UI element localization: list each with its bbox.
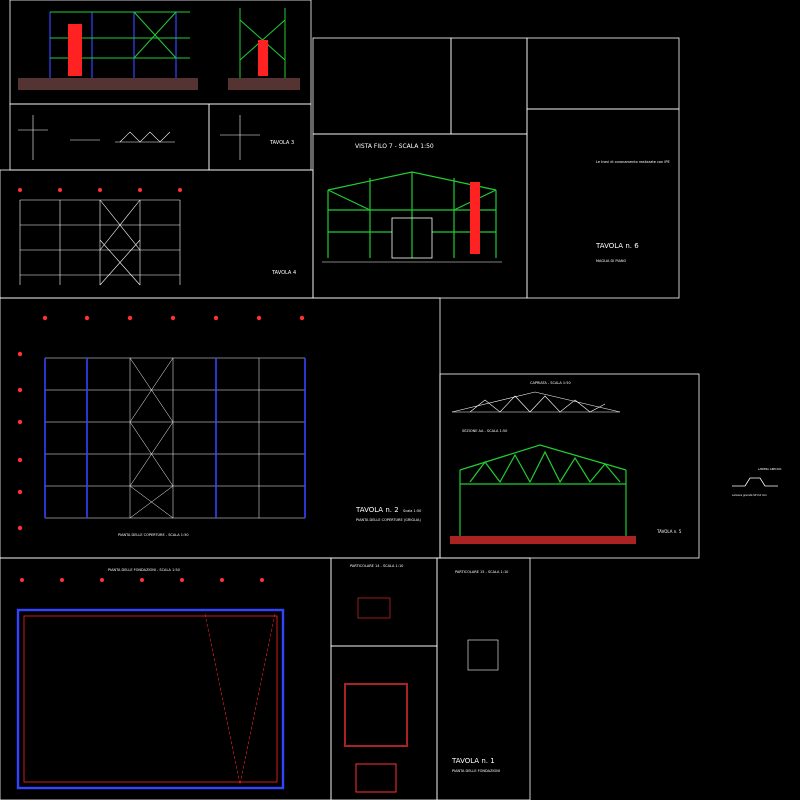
lamiera-profile	[732, 477, 778, 487]
tavola-6-subtitle: MAGLIA DI PIANO	[596, 259, 627, 263]
capriata-label: CAPRIATA - SCALA 1:50	[530, 381, 571, 385]
foundation-details	[344, 597, 499, 793]
view-title: VISTA FILO 7 - SCALA 1:50	[355, 143, 434, 150]
coperture-label: PIANTA DELLE COPERTURE - SCALA 1:50	[118, 533, 189, 537]
tavola-5-truss	[450, 391, 636, 544]
detail-strip	[18, 115, 260, 160]
particolare-b-label: PARTICOLARE 15 - SCALA 1:10	[455, 570, 508, 574]
particolare-a-label: PARTICOLARE 14 - SCALA 1:10	[350, 564, 403, 568]
tavola-2-roof-grid	[17, 315, 306, 531]
tavola-2-title: TAVOLA n. 2	[355, 506, 399, 514]
tavola-6-title: TAVOLA n. 6	[595, 242, 639, 250]
tavola-3-title: TAVOLA 3	[269, 140, 294, 146]
tavola-2-scale: Scala 1:50	[403, 509, 421, 513]
sheet-borders	[0, 0, 700, 800]
tavola-2-subtitle: PIANTA DELLE COPERTURE (GRIGLIA)	[356, 518, 421, 522]
top-elevation	[18, 8, 300, 90]
lamiera-note: Lamiera grecata SP 0.6 mm	[732, 493, 767, 497]
vista-filo-7	[322, 171, 502, 263]
sezione-label: SEZIONE AA - SCALA 1:50	[462, 429, 507, 433]
lamiera-label: LAMIERA GRECATA	[758, 467, 782, 471]
tavola-4-framing	[18, 188, 182, 286]
note-text: Le travi di coronamento realizzate con I…	[596, 160, 670, 164]
tavola-1-title: TAVOLA n. 1	[451, 757, 495, 765]
tavola-1-subtitle: PIANTA DELLE FONDAZIONI	[452, 769, 500, 773]
pianta-fondazioni-label: PIANTA DELLE FONDAZIONI - SCALA 1:50	[108, 568, 180, 572]
tavola-1-foundation	[16, 578, 285, 790]
tavola-4-title: TAVOLA 4	[271, 270, 296, 276]
tavola-5-title: TAVOLA n. 5	[656, 529, 682, 534]
